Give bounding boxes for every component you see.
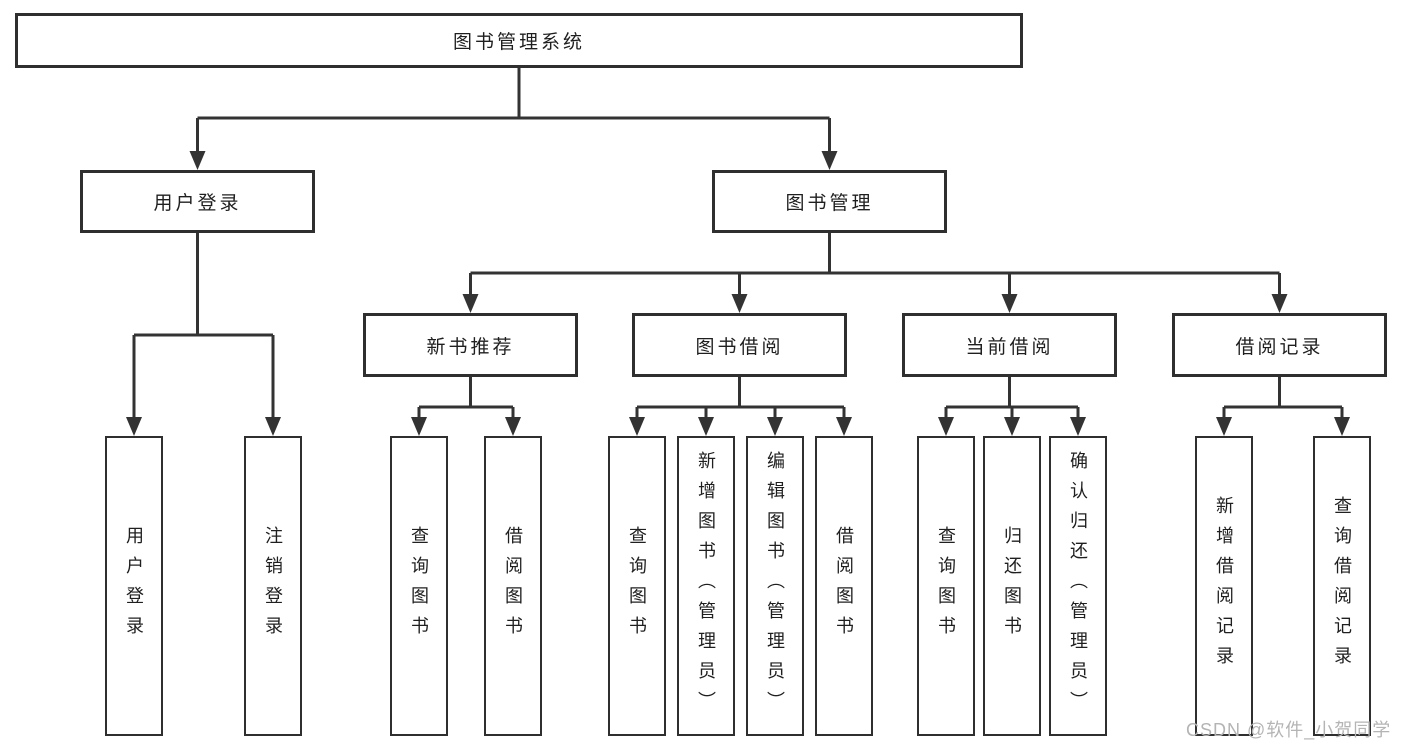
arrowhead-icon: [629, 417, 645, 436]
arrowhead-icon: [1271, 294, 1288, 313]
arrowhead-icon: [462, 294, 479, 313]
node-label: 图书管理: [785, 193, 874, 214]
connector-current-borrow-to-leaves: [938, 377, 1086, 436]
watermark: CSDN @软件_小贺同学: [1186, 720, 1392, 740]
leaf-label: 查询图书: [936, 526, 956, 646]
connector-book-borrow-to-leaves: [629, 377, 852, 436]
node-label: 图书借阅: [695, 336, 784, 358]
leaf-query-books: 查询图书: [390, 436, 448, 736]
arrowhead-icon: [938, 417, 954, 436]
connector-book-mgmt-to-level3: [462, 233, 1288, 313]
leaf-edit-books-admin: 编辑图书（管理员）: [746, 436, 804, 736]
connector-new-books-to-leaves: [411, 377, 521, 436]
node-book-borrow: 图书借阅: [632, 313, 847, 377]
arrowhead-icon: [698, 417, 714, 436]
node-new-book-recommend: 新书推荐: [363, 313, 578, 377]
node-user-login: 用户登录: [80, 170, 315, 233]
arrowhead-icon: [1334, 417, 1350, 436]
leaf-label: 新增借阅记录: [1214, 496, 1234, 676]
arrowhead-icon: [265, 417, 281, 436]
connector-root-to-level2: [189, 68, 838, 170]
leaf-user-login: 用户登录: [105, 436, 163, 736]
node-current-borrow: 当前借阅: [902, 313, 1117, 377]
leaf-label: 借阅图书: [503, 526, 523, 646]
arrowhead-icon: [189, 151, 206, 170]
leaf-borrow-books: 借阅图书: [815, 436, 873, 736]
node-label: 新书推荐: [426, 336, 515, 358]
leaf-label: 确认归还（管理员）: [1068, 451, 1088, 721]
arrowhead-icon: [411, 417, 427, 436]
leaf-query-books: 查询图书: [608, 436, 666, 736]
node-label: 借阅记录: [1235, 336, 1324, 358]
connector-user-login-to-leaves: [126, 233, 281, 436]
connector-borrow-records-to-leaves: [1216, 377, 1350, 436]
leaf-query-books: 查询图书: [917, 436, 975, 736]
leaf-query-borrow-record: 查询借阅记录: [1313, 436, 1371, 736]
arrowhead-icon: [1070, 417, 1086, 436]
leaf-label: 借阅图书: [834, 526, 854, 646]
leaf-label: 编辑图书（管理员）: [765, 451, 785, 721]
node-library-management-system: 图书管理系统: [15, 13, 1023, 68]
arrowhead-icon: [1004, 417, 1020, 436]
leaf-add-borrow-record: 新增借阅记录: [1195, 436, 1253, 736]
arrowhead-icon: [731, 294, 748, 313]
leaf-label: 查询借阅记录: [1332, 496, 1352, 676]
leaf-label: 查询图书: [409, 526, 429, 646]
arrowhead-icon: [767, 417, 783, 436]
node-book-management: 图书管理: [712, 170, 947, 233]
arrowhead-icon: [836, 417, 852, 436]
leaf-borrow-books: 借阅图书: [484, 436, 542, 736]
arrowhead-icon: [1001, 294, 1018, 313]
leaf-label: 查询图书: [627, 526, 647, 646]
arrowhead-icon: [1216, 417, 1232, 436]
arrowhead-icon: [126, 417, 142, 436]
arrowhead-icon: [821, 151, 838, 170]
leaf-logout: 注销登录: [244, 436, 302, 736]
node-label: 用户登录: [153, 193, 242, 214]
leaf-label: 用户登录: [124, 526, 144, 646]
leaf-label: 归还图书: [1002, 526, 1022, 646]
leaf-confirm-return-admin: 确认归还（管理员）: [1049, 436, 1107, 736]
leaf-add-books-admin: 新增图书（管理员）: [677, 436, 735, 736]
arrowhead-icon: [505, 417, 521, 436]
node-label: 图书管理系统: [452, 32, 585, 53]
leaf-label: 注销登录: [263, 526, 283, 646]
node-label: 当前借阅: [965, 336, 1054, 358]
leaf-label: 新增图书（管理员）: [696, 451, 716, 721]
leaf-return-books: 归还图书: [983, 436, 1041, 736]
node-borrow-records: 借阅记录: [1172, 313, 1387, 377]
